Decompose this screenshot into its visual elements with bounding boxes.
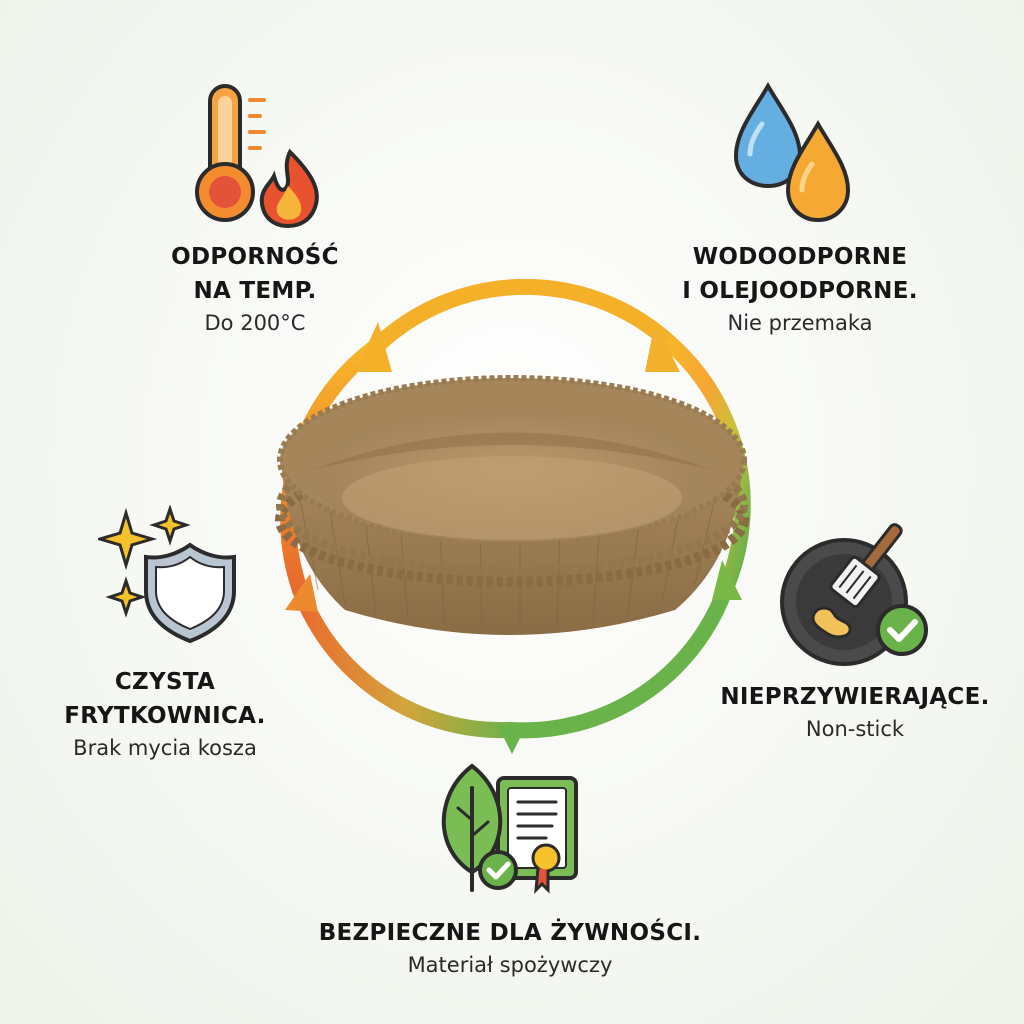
feature-clean-fryer-title-line1: CZYSTA — [114, 669, 216, 695]
feature-clean-fryer-subtitle: Brak mycia kosza — [73, 736, 257, 760]
feature-nonstick-title: NIEPRZYWIERAJĄCE. — [720, 684, 990, 710]
feature-temperature-title-line1: ODPORNOŚĆ — [171, 244, 339, 270]
feature-waterproof: WODOODPORNE I OLEJOODPORNE. Nie przemaka — [660, 80, 940, 340]
cycle-arrows — [285, 322, 742, 754]
feature-temperature-title-line2: NA TEMP. — [193, 278, 317, 304]
feature-waterproof-title-line1: WODOODPORNE — [692, 244, 908, 270]
feature-nonstick-subtitle: Non-stick — [805, 717, 905, 741]
feature-food-safe: BEZPIECZNE DLA ŻYWNOŚCI. Materiał spożyw… — [280, 760, 740, 990]
feature-clean-fryer: CZYSTA FRYTKOWNICA. Brak mycia kosza — [40, 505, 290, 775]
feature-food-safe-subtitle: Materiał spożywczy — [407, 953, 613, 977]
sparkle-shield-icon — [98, 505, 236, 644]
feature-nonstick: NIEPRZYWIERAJĄCE. Non-stick — [700, 510, 1010, 760]
leaf-certificate-icon — [441, 763, 578, 894]
feature-temperature: ODPORNOŚĆ NA TEMP. Do 200°C — [150, 80, 360, 340]
pan-spatula-check-icon — [780, 523, 928, 666]
thermometer-fire-icon — [195, 84, 319, 229]
feature-food-safe-title: BEZPIECZNE DLA ŻYWNOŚCI. — [318, 920, 702, 946]
feature-clean-fryer-title-line2: FRYTKOWNICA. — [64, 703, 266, 729]
water-oil-drops-icon — [733, 82, 851, 223]
feature-temperature-subtitle: Do 200°C — [204, 311, 306, 335]
feature-waterproof-subtitle: Nie przemaka — [727, 311, 873, 335]
paper-liner — [275, 375, 749, 635]
feature-waterproof-title-line2: I OLEJOODPORNE. — [682, 278, 918, 304]
